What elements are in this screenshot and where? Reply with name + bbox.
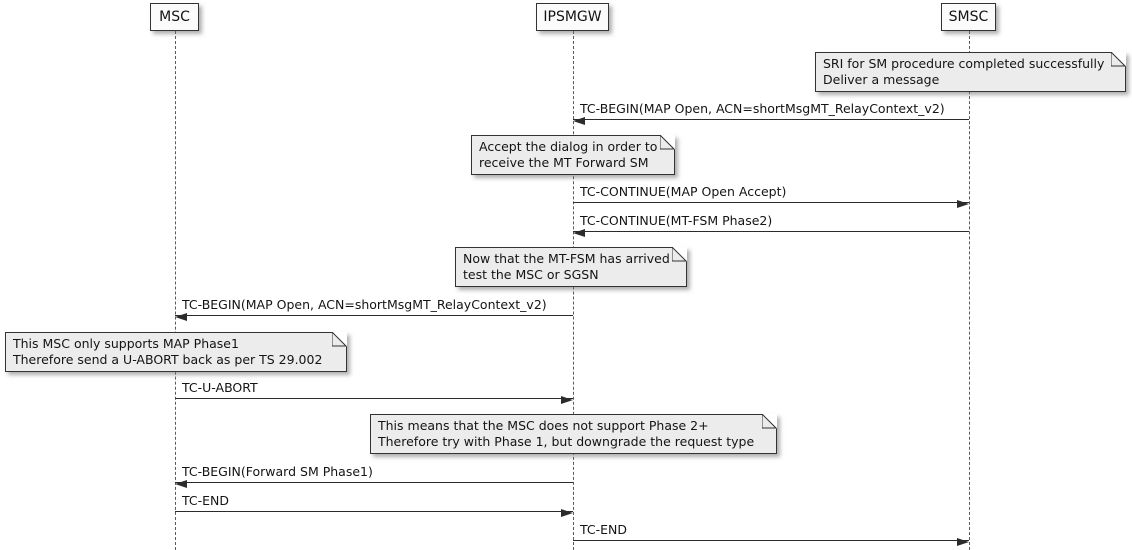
note-fold-icon <box>762 414 777 429</box>
lifeline-ipsmgw <box>573 31 574 550</box>
message-line <box>175 511 573 512</box>
lifeline-smsc <box>969 31 970 550</box>
note-msc-phase1: This MSC only supports MAP Phase1 Theref… <box>5 332 347 372</box>
participant-smsc: SMSC <box>941 3 996 31</box>
note-accept-dialog: Accept the dialog in order to receive th… <box>471 135 675 175</box>
note-sri-success: SRI for SM procedure completed successfu… <box>815 52 1126 92</box>
note-downgrade: This means that the MSC does not support… <box>370 414 777 454</box>
message-label: TC-BEGIN(Forward SM Phase1) <box>182 464 373 479</box>
msg-tc-end-ipsmgw-smsc: TC-END <box>573 520 969 546</box>
message-label: TC-BEGIN(MAP Open, ACN=shortMsgMT_RelayC… <box>580 101 945 116</box>
note-line: Now that the MT-FSM has arrived <box>463 251 670 266</box>
note-fold-icon <box>1111 52 1126 67</box>
note-line: Accept the dialog in order to <box>479 139 658 154</box>
msg-tc-continue-open-accept: TC-CONTINUE(MAP Open Accept) <box>573 182 969 208</box>
arrowhead-right-icon <box>561 395 573 404</box>
arrowhead-right-icon <box>957 537 969 546</box>
note-mtfsm-arrived: Now that the MT-FSM has arrived test the… <box>455 247 687 287</box>
arrowhead-left-icon <box>175 312 187 321</box>
participant-ipsmgw-label: IPSMGW <box>543 9 602 25</box>
note-line: test the MSC or SGSN <box>463 267 599 282</box>
note-fold-icon <box>660 135 675 150</box>
message-line <box>573 119 969 120</box>
message-label: TC-CONTINUE(MT-FSM Phase2) <box>580 213 773 228</box>
note-line: This MSC only supports MAP Phase1 <box>13 336 239 351</box>
arrowhead-right-icon <box>957 199 969 208</box>
message-label: TC-END <box>580 522 628 537</box>
message-line <box>175 315 573 316</box>
arrowhead-right-icon <box>561 508 573 517</box>
note-line: Therefore send a U-ABORT back as per TS … <box>13 352 323 367</box>
msg-tc-continue-mtfsm: TC-CONTINUE(MT-FSM Phase2) <box>573 211 969 237</box>
note-line: receive the MT Forward SM <box>479 155 649 170</box>
msg-tc-begin-smsc-ipsmgw: TC-BEGIN(MAP Open, ACN=shortMsgMT_RelayC… <box>573 99 969 125</box>
message-label: TC-END <box>182 493 230 508</box>
msg-tc-begin-ipsmgw-msc: TC-BEGIN(MAP Open, ACN=shortMsgMT_RelayC… <box>175 295 573 321</box>
message-label: TC-CONTINUE(MAP Open Accept) <box>580 184 787 199</box>
arrowhead-left-icon <box>573 116 585 125</box>
message-label: TC-BEGIN(MAP Open, ACN=shortMsgMT_RelayC… <box>182 297 547 312</box>
participant-ipsmgw: IPSMGW <box>536 3 609 31</box>
note-line: Therefore try with Phase 1, but downgrad… <box>378 434 755 449</box>
participant-msc: MSC <box>150 3 199 31</box>
arrowhead-left-icon <box>573 228 585 237</box>
note-line: SRI for SM procedure completed successfu… <box>823 56 1105 71</box>
lifeline-msc <box>175 31 176 550</box>
msg-tc-begin-forward-sm: TC-BEGIN(Forward SM Phase1) <box>175 462 573 488</box>
message-label: TC-U-ABORT <box>182 380 258 395</box>
note-fold-icon <box>332 332 347 347</box>
message-line <box>573 540 969 541</box>
msg-tc-u-abort: TC-U-ABORT <box>175 378 573 404</box>
participant-smsc-label: SMSC <box>948 9 989 25</box>
arrowhead-left-icon <box>175 479 187 488</box>
message-line <box>175 482 573 483</box>
msg-tc-end-msc-ipsmgw: TC-END <box>175 491 573 517</box>
participant-msc-label: MSC <box>159 9 190 25</box>
note-fold-icon <box>672 247 687 262</box>
message-line <box>175 398 573 399</box>
note-line: Deliver a message <box>823 72 940 87</box>
message-line <box>573 231 969 232</box>
note-line: This means that the MSC does not support… <box>378 418 709 433</box>
message-line <box>573 202 969 203</box>
